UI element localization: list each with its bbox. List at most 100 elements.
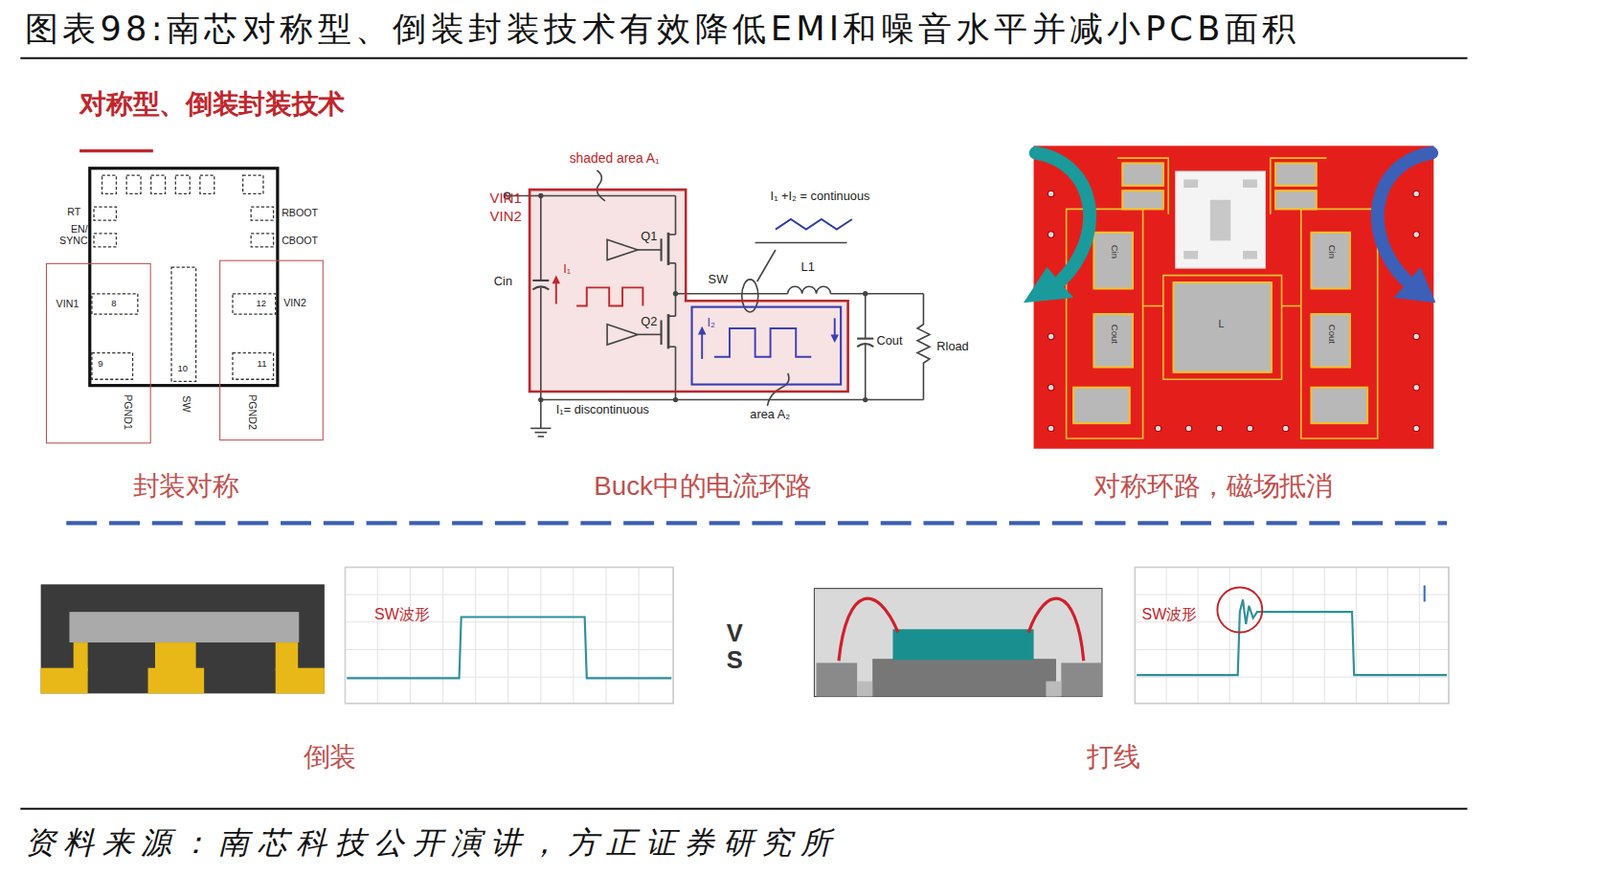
pin-number: 11 — [257, 359, 268, 370]
art-line — [507, 566, 509, 704]
art-line — [538, 435, 544, 438]
art-circle — [1154, 425, 1161, 431]
art-circle — [1413, 333, 1420, 339]
art-line — [1134, 649, 1449, 651]
pad-region: VIN1PGND1 — [45, 263, 152, 445]
art-rect — [1093, 314, 1132, 367]
panel-label: 打线 — [1086, 742, 1140, 773]
art-line — [532, 279, 549, 282]
art-line — [1387, 566, 1389, 704]
art-line — [675, 263, 677, 316]
pad-region: VIN2PGND2 — [219, 260, 324, 442]
versus-mark: VS — [726, 620, 752, 675]
art-line — [700, 332, 703, 360]
art-path — [1301, 208, 1378, 439]
art-rect — [1310, 232, 1350, 290]
art-line — [1229, 566, 1231, 704]
art-path — [1270, 157, 1328, 215]
art-circle — [1047, 425, 1054, 431]
art-line — [660, 319, 663, 345]
art-rect — [275, 642, 298, 672]
art-rect — [813, 588, 1103, 698]
art-rect — [816, 662, 858, 697]
art-rect — [1175, 171, 1266, 269]
art-line — [864, 293, 867, 339]
panel-label: 倒装 — [303, 742, 357, 773]
art-path — [596, 170, 606, 202]
art-circle — [862, 291, 868, 296]
art-rect — [856, 681, 873, 698]
art-path — [1143, 305, 1164, 308]
panel-label: 对称环路，磁场抵消 — [1093, 471, 1332, 502]
part-name: L — [1217, 317, 1224, 330]
art-rect — [175, 175, 190, 194]
art-line — [667, 314, 671, 349]
art-path — [766, 373, 789, 406]
art-path — [1066, 208, 1144, 439]
art-line — [474, 566, 476, 704]
loop-outline — [528, 188, 850, 393]
loop-outline-path — [529, 189, 848, 392]
art-path — [1136, 599, 1447, 676]
art-rect — [892, 629, 1034, 660]
art-line — [344, 649, 674, 651]
art-rect — [232, 353, 274, 381]
art-rect — [1093, 232, 1132, 290]
art-path — [788, 286, 832, 293]
art-line — [377, 566, 379, 704]
art-rect — [91, 353, 134, 381]
art-rect — [1275, 190, 1317, 209]
art-circle — [1047, 333, 1054, 339]
pin-name: SW — [180, 395, 192, 412]
art-line — [442, 566, 444, 704]
art-polygon — [1023, 267, 1074, 303]
art-rect — [232, 293, 276, 315]
art-path — [838, 598, 899, 661]
part-name: Cin — [1326, 245, 1337, 259]
art-line — [1419, 566, 1420, 704]
art-g — [1066, 157, 1378, 439]
art-circle — [1185, 425, 1192, 431]
art-circle — [1283, 425, 1289, 431]
art-path — [1028, 598, 1084, 661]
art-line — [637, 334, 662, 337]
current-name: I₁ — [563, 263, 571, 278]
art-line — [755, 242, 848, 245]
pin-name: CBOOT — [281, 234, 318, 247]
art-rect — [93, 206, 116, 221]
art-g — [538, 193, 868, 403]
art-rect — [1242, 179, 1258, 188]
art-rect — [41, 584, 325, 694]
pin-name: RBOOT — [281, 206, 318, 219]
art-g — [1073, 162, 1368, 424]
part-name: Cout — [1108, 324, 1120, 344]
art-circle — [1413, 190, 1420, 197]
node-text: PGND1 — [121, 394, 134, 430]
part-name: Rload — [936, 340, 969, 356]
art-rect — [200, 175, 215, 194]
art-path — [917, 293, 930, 401]
pin-name: RT — [67, 205, 81, 218]
art-rect — [1275, 162, 1317, 185]
waveform-chart: SW波形 — [1134, 566, 1449, 704]
art-rect — [1045, 681, 1061, 698]
art-line — [667, 232, 671, 266]
node-text: VIN2 — [283, 296, 307, 309]
art-rect — [275, 668, 325, 695]
art-rect — [91, 293, 138, 315]
art-rect — [1122, 190, 1164, 209]
art-line — [1324, 566, 1326, 704]
art-rect — [1034, 145, 1435, 449]
art-polygon — [830, 334, 839, 343]
art-circle — [538, 193, 543, 199]
art-circle — [673, 397, 678, 403]
art-rect — [1310, 314, 1350, 367]
art-circle — [1047, 231, 1054, 238]
art-rect — [151, 175, 166, 194]
art-polygon — [607, 239, 638, 260]
art-circle — [1413, 425, 1420, 431]
art-path — [714, 328, 812, 358]
figure-caption: 资料来源：南芯科技公开演讲，方正证券研究所 — [24, 822, 839, 865]
part-name: L1 — [801, 261, 815, 276]
